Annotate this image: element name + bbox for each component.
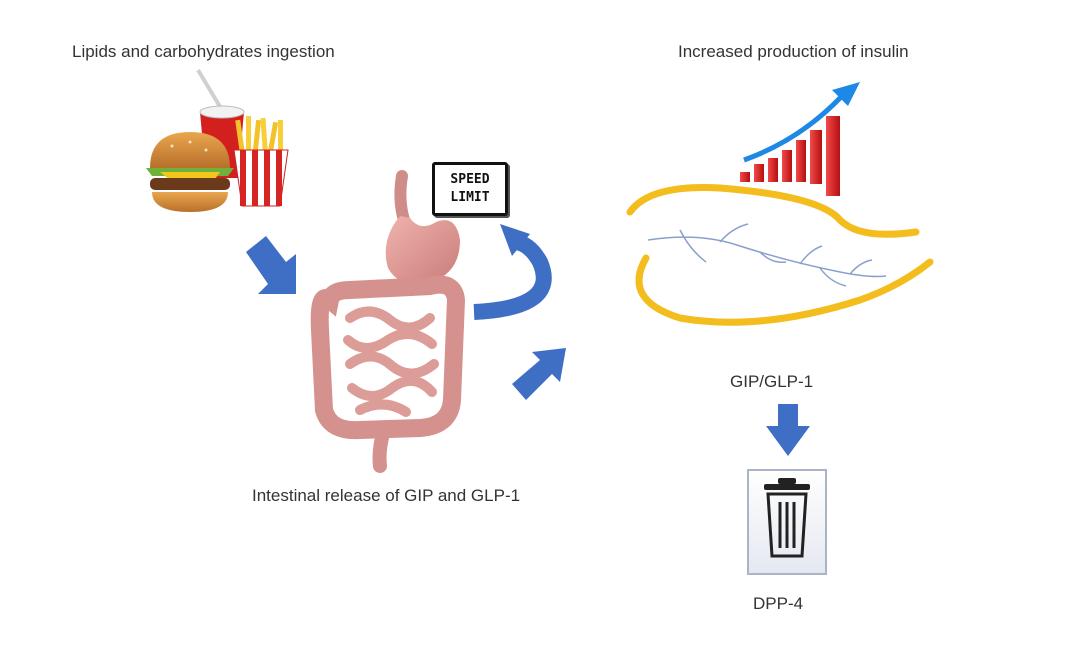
- growth-chart-icon: [740, 82, 860, 196]
- arrow-gut-to-pancreas: [512, 348, 566, 400]
- label-intestinal-release: Intestinal release of GIP and GLP-1: [252, 486, 521, 505]
- sign-line-2: LIMIT: [450, 190, 490, 205]
- label-insulin: Increased production of insulin: [678, 42, 909, 61]
- pancreas-icon: [626, 184, 934, 326]
- arrow-down-to-bin: [766, 404, 810, 456]
- arrow-food-to-gut: [246, 236, 296, 294]
- label-ingestion: Lipids and carbohydrates ingestion: [72, 42, 335, 61]
- burger-icon: [146, 132, 234, 212]
- curved-feedback-arrow: [473, 224, 552, 320]
- fries-icon: [233, 116, 289, 207]
- label-dpp4: DPP-4: [753, 594, 804, 613]
- trash-bin-icon: [747, 469, 827, 575]
- stomach-intestine-icon: [310, 170, 466, 473]
- speed-limit-sign: SPEED LIMIT: [432, 162, 508, 216]
- label-gip-glp: GIP/GLP-1: [730, 372, 814, 391]
- food-group-icon: [146, 68, 289, 212]
- sign-line-1: SPEED: [450, 172, 490, 187]
